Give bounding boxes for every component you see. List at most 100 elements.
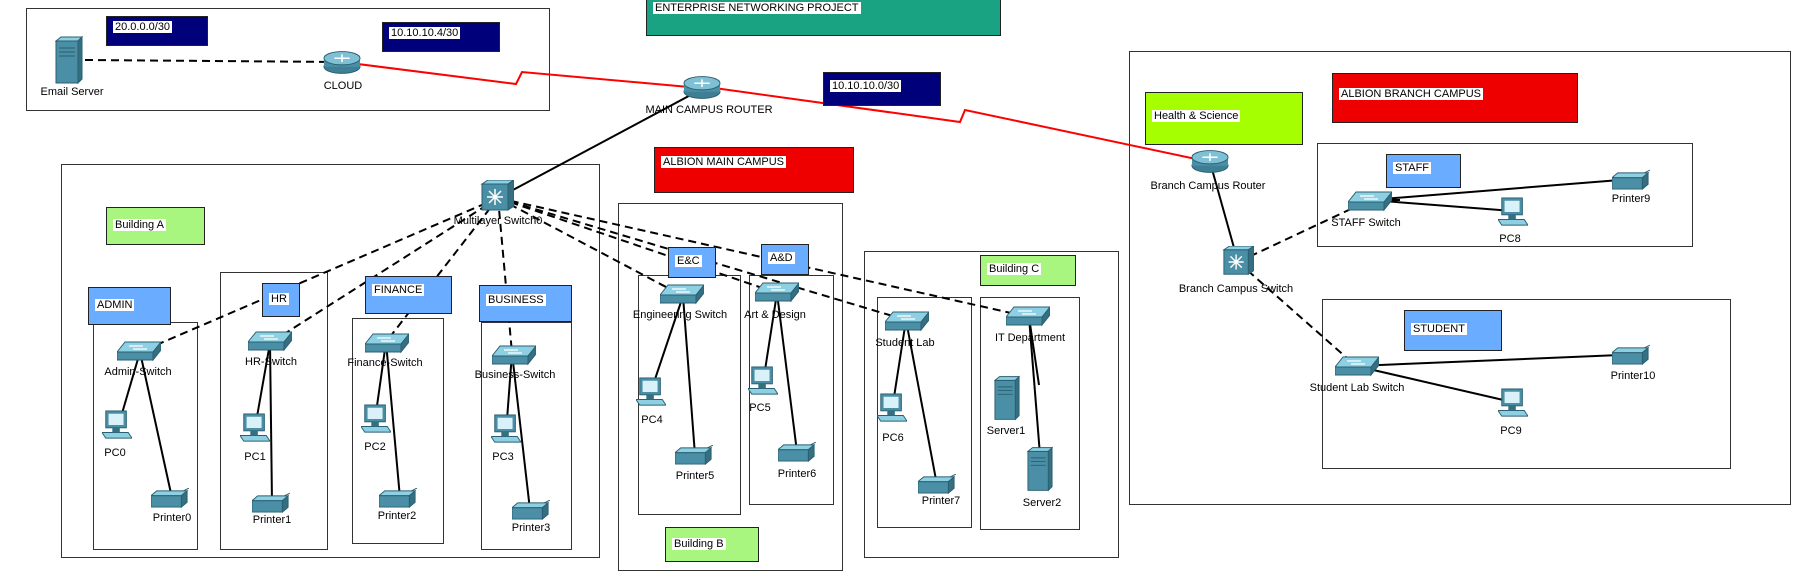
link-ml-eng (497, 197, 684, 297)
printer9-icon (1612, 170, 1650, 190)
business-box (481, 322, 572, 550)
pc5-icon (748, 366, 778, 395)
it-dept-box (980, 297, 1080, 530)
printer6-icon (778, 442, 816, 462)
building-a-note: Building A (106, 207, 205, 245)
printer3-label: Printer3 (511, 522, 551, 534)
pc4-icon (636, 377, 666, 406)
printer1-icon (252, 493, 290, 513)
student-note: STUDENT (1404, 310, 1502, 351)
link-ml-finance (385, 197, 499, 343)
student-lab-label: Student Lab (875, 337, 935, 349)
pc0-icon (102, 410, 132, 439)
printer5-label: Printer5 (675, 470, 715, 482)
printer0-icon (151, 488, 189, 508)
building-a-box (61, 164, 600, 558)
pc3-label: PC3 (492, 451, 514, 463)
business-switch-label: Business-Switch (474, 369, 556, 381)
business-note: BUSINESS (479, 285, 572, 322)
hr-note: HR (262, 283, 300, 317)
server1-label: Server1 (986, 425, 1026, 437)
pc1-label: PC1 (244, 451, 266, 463)
finance-box (352, 318, 444, 544)
cloud-router-icon (323, 50, 361, 75)
business-switch-icon (492, 345, 536, 365)
pc8-icon (1498, 197, 1528, 226)
email-zone-box (26, 8, 550, 111)
pc2-icon (361, 404, 391, 433)
hr-switch-icon (248, 331, 292, 351)
building-c-note: Building C (980, 255, 1076, 286)
finance-switch-label: Finance-Switch (347, 357, 423, 369)
cloud-label: CLOUD (323, 80, 363, 92)
printer7-icon (918, 474, 956, 494)
link-ml-hr (269, 197, 499, 344)
link-email-cloud (84, 59, 343, 63)
building-b-note: Building B (665, 527, 759, 562)
it-switch-icon (1006, 306, 1050, 326)
printer2-label: Printer2 (377, 510, 417, 522)
link-branch-router-switch (1209, 161, 1239, 263)
pc0-label: PC0 (104, 447, 126, 459)
link-cloud-main-router (341, 61, 701, 89)
it-dept-label: IT Department (994, 332, 1066, 344)
staff-switch-icon (1348, 191, 1392, 211)
admin-switch-icon (117, 341, 161, 361)
ad-note: A&D (761, 244, 809, 275)
printer7-label: Printer7 (921, 495, 961, 507)
printer10-label: Printer10 (1610, 370, 1656, 382)
printer1-label: Printer1 (252, 514, 292, 526)
admin-switch-label: Admin-Switch (104, 366, 172, 378)
student-lab-switch-icon (885, 311, 929, 331)
student-lab-switch-label: Student Lab Switch (1309, 382, 1405, 394)
student-lab-sw-branch-icon (1335, 356, 1379, 376)
multilayer-switch-icon (481, 180, 514, 211)
student-lab-box (877, 297, 972, 528)
link-router-multilayer (497, 89, 701, 199)
pc1-icon (240, 413, 270, 442)
printer5-icon (675, 445, 713, 465)
building-c-box (864, 251, 1119, 558)
project-title: ENTERPRISE NETWORKING PROJECT (646, 0, 1001, 36)
server2-label: Server2 (1022, 497, 1062, 509)
ad-switch-label: Art & Design (744, 309, 806, 321)
email-server-label: Email Server (40, 86, 104, 98)
printer2-icon (379, 488, 417, 508)
admin-note: ADMIN (88, 287, 171, 325)
pc3-icon (491, 414, 521, 443)
branch-router-label: Branch Campus Router (1150, 180, 1266, 192)
server1-icon (994, 376, 1020, 420)
finance-note: FINANCE (365, 276, 452, 314)
subnet-wan-note: 10.10.10.0/30 (823, 72, 941, 106)
pc5-label: PC5 (749, 402, 771, 414)
ad-switch-icon (755, 282, 799, 302)
multilayer-label: Multilayer Switch0 (453, 215, 543, 227)
pc6-icon (877, 393, 907, 422)
student-box (1322, 299, 1731, 469)
branch-router-icon (1191, 149, 1229, 174)
eng-switch-icon (660, 284, 704, 304)
printer3-icon (512, 500, 550, 520)
main-router-label: MAIN CAMPUS ROUTER (645, 104, 773, 116)
server2-icon (1027, 447, 1053, 491)
hr-box (220, 272, 328, 550)
main-router-icon (683, 75, 721, 100)
pc2-label: PC2 (364, 441, 386, 453)
link-ml-ad (497, 197, 778, 294)
main-campus-note: ALBION MAIN CAMPUS (654, 147, 854, 193)
printer9-label: Printer9 (1611, 193, 1651, 205)
subnet-cloud-note: 10.10.10.4/30 (382, 22, 500, 52)
pc8-label: PC8 (1499, 233, 1521, 245)
pc6-label: PC6 (882, 432, 904, 444)
branch-switch-label: Branch Campus Switch (1178, 283, 1294, 295)
staff-note: STAFF (1386, 154, 1461, 188)
pc9-label: PC9 (1500, 425, 1522, 437)
health-science-note: Health & Science (1145, 92, 1303, 145)
hr-switch-label: HR-Switch (245, 356, 297, 368)
eng-switch-label: Engineering Switch (632, 309, 728, 321)
ec-note: E&C (668, 247, 716, 278)
printer10-icon (1612, 345, 1650, 365)
branch-campus-box (1129, 51, 1791, 505)
staff-box (1317, 143, 1693, 247)
